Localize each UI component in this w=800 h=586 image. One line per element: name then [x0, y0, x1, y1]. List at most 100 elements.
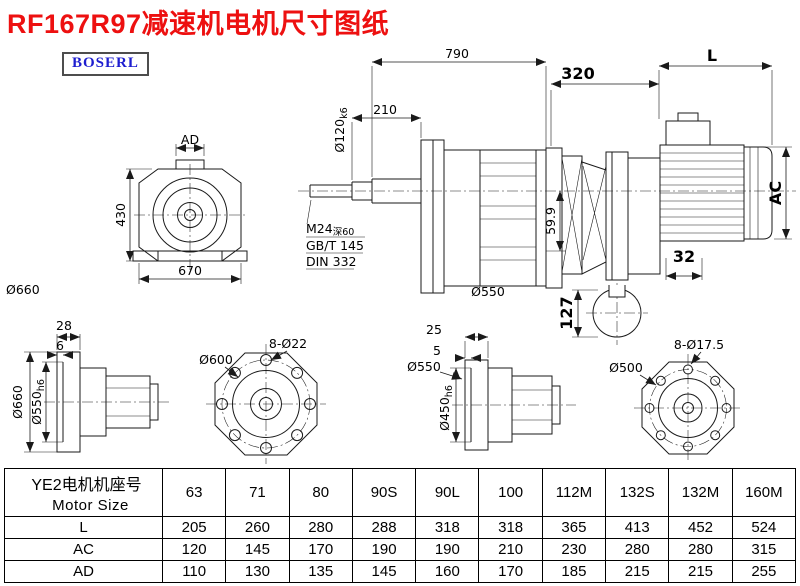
value-cell: 365	[541, 516, 607, 539]
frame-size-cell: 132M	[668, 468, 733, 517]
value-cell: 413	[605, 516, 670, 539]
value-cell: 130	[225, 560, 290, 583]
dim-670: 670	[178, 263, 202, 278]
value-cell: 170	[478, 560, 543, 583]
value-cell: 315	[731, 538, 797, 561]
dim-32: 32	[673, 247, 695, 266]
frame-size-cell: 100	[478, 468, 543, 517]
value-cell: 120	[161, 538, 227, 561]
dim-bc-600: Ø600	[199, 352, 233, 367]
dim-AC: AC	[766, 181, 785, 205]
value-cell: 452	[668, 516, 733, 539]
header-en: Motor Size	[52, 497, 129, 514]
brand-logo: BOSERL	[62, 52, 149, 76]
dim-ad: AD	[181, 132, 199, 147]
row-label-cell: AC	[4, 538, 163, 561]
frame-size-cell: 160M	[731, 468, 797, 517]
flange-octagon	[641, 361, 735, 455]
reducer-side-view: 790 210 Ø120k6 M24深60 GB/T 145 DIN 332 5…	[298, 46, 796, 299]
bore-circle	[152, 177, 228, 253]
value-cell: 160	[415, 560, 480, 583]
technical-drawing: AD 430 670 Ø660	[6, 46, 796, 464]
motor-size-header-cell: YE2电机机座号 Motor Size	[4, 468, 163, 517]
output-shaft	[309, 178, 421, 204]
table-row-AD: AD 110 130 135 145 160 170 185 215 215 2…	[4, 560, 797, 583]
value-cell: 185	[541, 560, 607, 583]
flange-octagon	[214, 352, 318, 456]
frame-size-cell: 132S	[605, 468, 670, 517]
tap-callout: M24深60	[306, 221, 354, 238]
value-cell: 260	[225, 516, 290, 539]
value-cell: 145	[225, 538, 290, 561]
value-cell: 135	[288, 560, 353, 583]
dim-shaft-dia: Ø120k6	[332, 107, 350, 152]
frame-size-cell: 90L	[415, 468, 480, 517]
row-label-cell: AD	[4, 560, 163, 583]
value-cell: 170	[288, 538, 353, 561]
flange-a-side-view: 28 6 Ø660 Ø550h6	[10, 318, 170, 453]
row-label-cell: L	[4, 516, 163, 539]
value-cell: 288	[351, 516, 417, 539]
standard-gbt145: GB/T 145	[306, 238, 364, 253]
dim-430: 430	[113, 203, 128, 227]
dim-210: 210	[373, 102, 397, 117]
value-cell: 230	[541, 538, 607, 561]
dim-holes-8x22: 8-Ø22	[269, 336, 307, 351]
value-cell: 280	[605, 538, 670, 561]
motor-size-table: YE2电机机座号 Motor Size 63 71 80 90S 90L 100…	[4, 468, 797, 583]
dim-holes-8x17: 8-Ø17.5	[674, 337, 724, 352]
dim-320: 320	[561, 64, 594, 83]
value-cell: 524	[731, 516, 797, 539]
flange-a-face-view: Ø600 8-Ø22	[199, 336, 326, 464]
table-row-L: L 205 260 280 288 318 318 365 413 452 52…	[4, 516, 797, 539]
value-cell: 280	[668, 538, 733, 561]
bolt-circle	[221, 359, 311, 449]
value-cell: 205	[161, 516, 227, 539]
motor-flange	[605, 151, 629, 281]
frame-size-cell: 63	[161, 468, 227, 517]
dim-od-660: Ø660	[10, 385, 25, 419]
value-cell: 110	[161, 560, 227, 583]
value-cell: 190	[415, 538, 480, 561]
value-cell: 255	[731, 560, 797, 583]
page-title: RF167R97减速机电机尺寸图纸	[7, 9, 390, 39]
table-row-AC: AC 120 145 170 190 190 210 230 280 280 3…	[4, 538, 797, 561]
dim-5: 5	[433, 343, 441, 358]
standard-din332: DIN 332	[306, 254, 357, 269]
gear-housing-front	[420, 139, 445, 294]
terminal-box	[665, 120, 711, 146]
value-cell: 280	[288, 516, 353, 539]
gear-housing-body	[443, 149, 547, 287]
dim-housing-550: Ø550	[471, 284, 505, 299]
dim-59-9: 59.9	[543, 207, 558, 235]
value-cell: 318	[478, 516, 543, 539]
value-cell: 145	[351, 560, 417, 583]
frame-size-cell: 90S	[351, 468, 417, 517]
header-cn: YE2电机机座号	[31, 477, 142, 494]
frame-size-cell: 112M	[541, 468, 607, 517]
dim-od-550: Ø550	[407, 359, 441, 374]
flange-b-face-view: Ø500 8-Ø17.5	[609, 337, 742, 462]
keyway	[608, 285, 626, 298]
dim-790: 790	[445, 46, 469, 61]
dim-6: 6	[56, 338, 64, 353]
dim-bc-500: Ø500	[609, 360, 643, 375]
dim-L: L	[707, 46, 717, 65]
dim-spigot-550: Ø550h6	[29, 379, 47, 425]
dim-spigot-450: Ø450h6	[437, 385, 455, 431]
bolt-circle	[649, 369, 727, 447]
table-header-row: YE2电机机座号 Motor Size 63 71 80 90S 90L 100…	[4, 468, 797, 517]
frame-size-cell: 80	[288, 468, 353, 517]
flange-b-side-view: 25 5 Ø550 Ø450h6	[407, 322, 576, 451]
value-cell: 215	[668, 560, 733, 583]
dim-flange-660: Ø660	[6, 282, 40, 297]
dim-25: 25	[426, 322, 442, 337]
fan-cowl	[743, 146, 773, 240]
dim-127: 127	[557, 296, 576, 329]
value-cell: 215	[605, 560, 670, 583]
value-cell: 210	[478, 538, 543, 561]
value-cell: 190	[351, 538, 417, 561]
dim-28: 28	[56, 318, 72, 333]
frame-size-cell: 71	[225, 468, 290, 517]
